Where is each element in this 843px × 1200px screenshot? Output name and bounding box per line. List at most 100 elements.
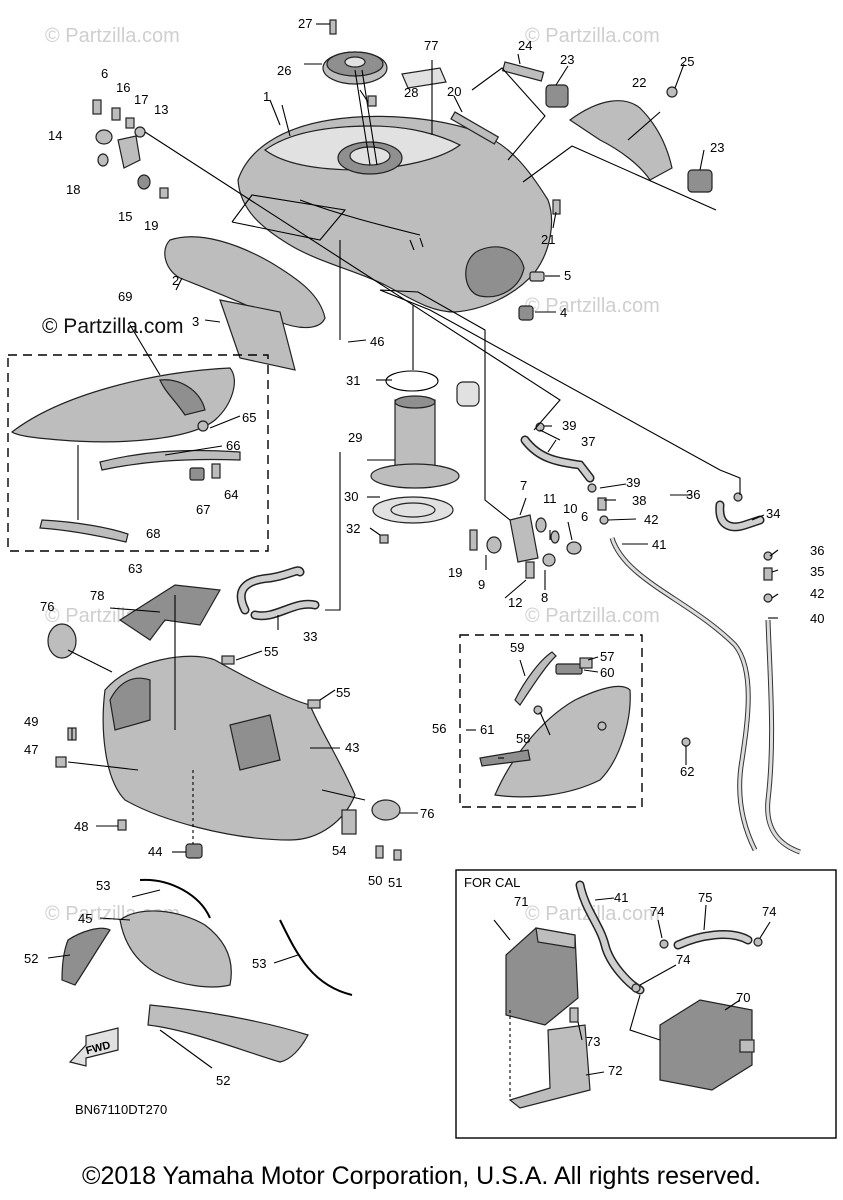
tank-side-panel	[164, 236, 326, 329]
callout: 21	[541, 232, 555, 247]
callout: 23	[560, 52, 574, 67]
callout: 60	[600, 665, 614, 680]
rear-bracket-group	[501, 61, 713, 193]
callout: 53	[252, 956, 266, 971]
watermark: © Partzilla.com	[525, 605, 660, 627]
clip	[55, 756, 67, 768]
callout: 10	[563, 501, 577, 516]
callout: 17	[134, 92, 148, 107]
callout: 34	[766, 506, 780, 521]
callout: 64	[224, 487, 238, 502]
callout: 42	[644, 512, 658, 527]
cap	[371, 799, 401, 821]
callout: 30	[344, 489, 358, 504]
callout: 67	[196, 502, 210, 517]
callout: 66	[226, 438, 240, 453]
callout: 74	[676, 952, 690, 967]
bolt	[393, 849, 402, 861]
dashed-group-56	[459, 634, 643, 808]
callout: 47	[24, 742, 38, 757]
damper	[518, 305, 534, 321]
fuel-tank	[237, 115, 553, 313]
fwd-arrow: FWD	[68, 1027, 119, 1067]
callout: 15	[118, 209, 132, 224]
copyright-footer: ©2018 Yamaha Motor Corporation, U.S.A. A…	[82, 1162, 761, 1190]
lower-cover	[119, 910, 232, 988]
callout: 46	[370, 334, 384, 349]
callout: 69	[118, 289, 132, 304]
callout: 78	[90, 588, 104, 603]
callout: 28	[404, 85, 418, 100]
top-panel	[118, 584, 221, 641]
long-hose	[766, 619, 801, 854]
watermark: © Partzilla.com	[525, 25, 660, 47]
tank-cover	[219, 299, 296, 371]
callout: 26	[277, 63, 291, 78]
callouts: 1 2 3 4 5 6 6 7 8 9 10 11 12 13 14 15 16…	[24, 16, 824, 1088]
callout: 14	[48, 128, 62, 143]
callout: 56	[432, 721, 446, 736]
trim-piece	[147, 1004, 309, 1063]
callout: 41	[652, 537, 666, 552]
callout: 19	[448, 565, 462, 580]
drain-hose	[716, 502, 763, 530]
callout: 24	[518, 38, 532, 53]
callout: 43	[345, 740, 359, 755]
callout: 55	[264, 644, 278, 659]
callout: 4	[560, 305, 567, 320]
callout: 39	[626, 475, 640, 490]
pin	[450, 111, 500, 145]
callout: 57	[600, 649, 614, 664]
trim-piece	[61, 927, 111, 986]
callout: 58	[516, 731, 530, 746]
callout: 6	[101, 66, 108, 81]
leader-lines	[47, 23, 779, 1100]
bracket-cluster-left	[92, 99, 169, 199]
callout: 8	[541, 590, 548, 605]
callout: 18	[66, 182, 80, 197]
callout: 41	[614, 890, 628, 905]
clip	[307, 699, 321, 709]
callout: 71	[514, 894, 528, 909]
callout: 5	[564, 268, 571, 283]
callout: 36	[810, 543, 824, 558]
damper	[185, 843, 203, 859]
clip	[341, 809, 357, 835]
callout: 76	[40, 599, 54, 614]
callout: 44	[148, 844, 162, 859]
bolt	[379, 534, 389, 544]
callout: 49	[24, 714, 38, 729]
callout: 65	[242, 410, 256, 425]
callout: 7	[520, 478, 527, 493]
for-cal-label: FOR CAL	[464, 875, 520, 890]
callout: 3	[192, 314, 199, 329]
callout: 12	[508, 595, 522, 610]
callout: 32	[346, 521, 360, 536]
callout: 36	[686, 487, 700, 502]
callout: 16	[116, 80, 130, 95]
watermark: © Partzilla.com	[525, 295, 660, 317]
bracket-cluster-mid	[469, 514, 582, 579]
callout: 13	[154, 102, 168, 117]
callout: 45	[78, 911, 92, 926]
callout: 37	[581, 434, 595, 449]
trim-strip	[139, 878, 211, 919]
callout: 33	[303, 629, 317, 644]
callout: 39	[562, 418, 576, 433]
callout: 27	[298, 16, 312, 31]
callout: 72	[608, 1063, 622, 1078]
callout: 52	[216, 1073, 230, 1088]
callout: 25	[680, 54, 694, 69]
callout: 59	[510, 640, 524, 655]
clip	[221, 655, 235, 665]
bolt	[552, 199, 561, 215]
callout: 74	[762, 904, 776, 919]
fuel-cap	[322, 19, 388, 166]
callout: 51	[388, 875, 402, 890]
tank-cover-main	[102, 655, 356, 841]
callout: 38	[632, 493, 646, 508]
callout: 75	[698, 890, 712, 905]
long-hose	[610, 537, 757, 851]
trim-strip	[279, 919, 353, 996]
